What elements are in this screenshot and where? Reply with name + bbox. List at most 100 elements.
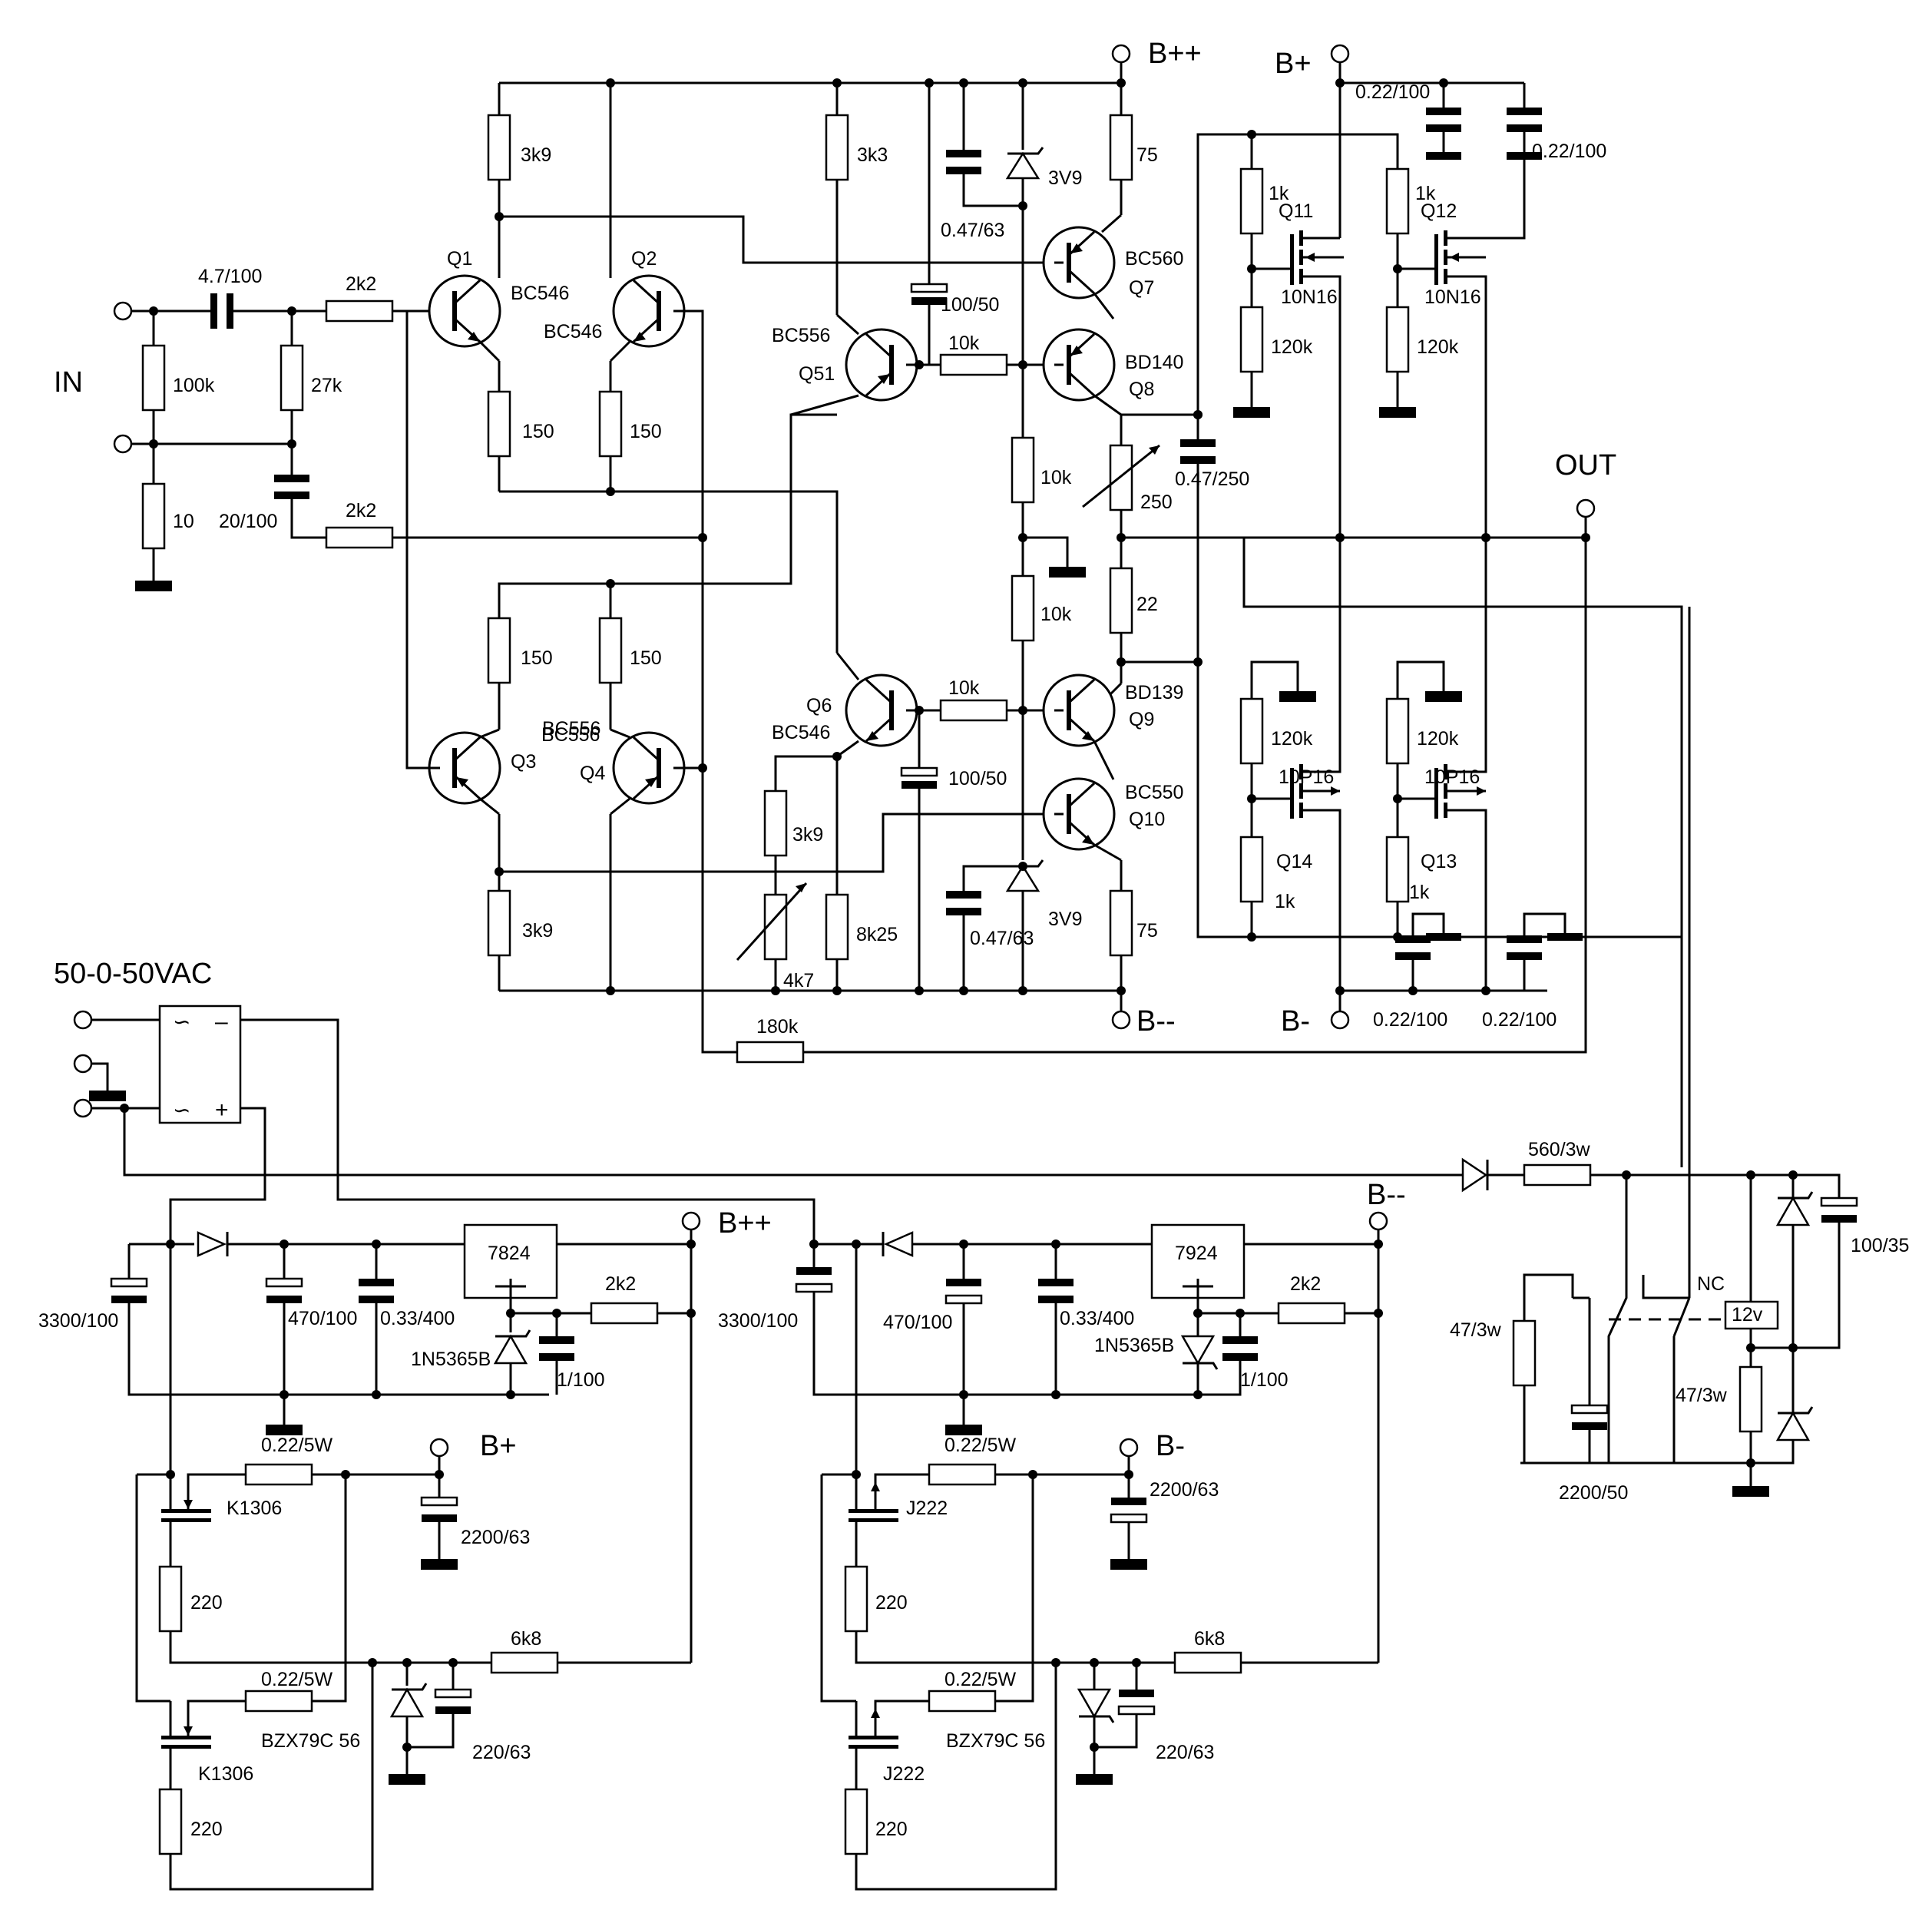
rail-b-plus-plus: [499, 44, 1131, 84]
label-c-047-250: 0.47/250: [1175, 468, 1249, 490]
label-r-sense-pos-2: 0.22/5W: [261, 1669, 333, 1690]
label-c-100-50-bot: 100/50: [948, 768, 1007, 789]
label-ac-supply: 50-0-50VAC: [54, 958, 212, 990]
input-network: [113, 293, 707, 591]
regulator-neg-out-terminal[interactable]: [1368, 1211, 1388, 1231]
label-z-1n5365-pos: 1N5365B: [411, 1349, 491, 1370]
resistor-120k-q12: [1385, 306, 1410, 373]
regulator-pos-out-terminal[interactable]: [681, 1211, 701, 1231]
label-r-2k2-pos: 2k2: [605, 1273, 636, 1295]
label-pot-4k7: 4k7: [783, 970, 814, 991]
bias-chain: [946, 78, 1086, 995]
negative-supply-labels: 3300/100 470/100 0.33/400 7924 B-- 2k2 1…: [718, 1179, 1406, 1840]
pot-250: [1109, 444, 1133, 511]
input-terminal-ground[interactable]: [113, 434, 133, 454]
label-r-q4-em: 150: [630, 647, 662, 669]
label-c-1-100-pos: 1/100: [557, 1369, 605, 1391]
resistor-220-neg-1: [844, 1565, 868, 1633]
b-minus-minus-terminal[interactable]: [1111, 1010, 1131, 1030]
label-c-047-63-top: 0.47/63: [941, 220, 1004, 241]
resistor-10k-bot: [939, 699, 1008, 722]
label-q7: Q7: [1129, 277, 1154, 299]
positive-supply: [110, 1211, 701, 1891]
label-c-3300-pos: 3300/100: [38, 1310, 118, 1332]
label-r-q2-em: 150: [630, 421, 662, 442]
label-r-6k8-neg: 6k8: [1194, 1628, 1225, 1650]
output-terminal[interactable]: [1576, 498, 1596, 518]
label-b-mm: B--: [1367, 1179, 1406, 1211]
label-q9-part: BD139: [1125, 682, 1183, 703]
label-c-2200-50: 2200/50: [1559, 1482, 1628, 1504]
label-q51: Q51: [799, 363, 835, 385]
label-r-120k-q13: 120k: [1417, 728, 1459, 750]
positive-supply-labels: 3300/100 470/100 0.33/400 7824 B++ 2k2 1…: [38, 1207, 772, 1840]
b-plus-terminal[interactable]: [1330, 44, 1350, 64]
resistor-75-top: [1109, 114, 1133, 181]
label-q14-part: 10P16: [1279, 766, 1334, 788]
ac-terminal-2[interactable]: [73, 1098, 93, 1118]
label-r-120k-q12: 120k: [1417, 336, 1459, 358]
label-r-q3-load: 3k9: [522, 920, 553, 942]
resistor-220-pos-1: [158, 1565, 183, 1633]
transistor-q10: [1044, 779, 1114, 849]
label-c-1-100-neg: 1/100: [1240, 1369, 1289, 1391]
label-pos-reg: 7824: [488, 1243, 531, 1264]
resistor-6k8-pos: [490, 1651, 559, 1674]
label-q3-part: BC556: [541, 724, 600, 746]
b-plus-supply-terminal[interactable]: [429, 1438, 449, 1458]
label-q6: Q6: [806, 695, 832, 717]
label-b-pp: B++: [1148, 38, 1202, 70]
input-terminal-hot[interactable]: [113, 301, 133, 321]
label-c-3300-neg: 3300/100: [718, 1310, 798, 1332]
label-r-220-neg-1: 220: [875, 1592, 908, 1614]
ac-terminal-1[interactable]: [73, 1010, 93, 1030]
transistor-q8: [1044, 329, 1114, 400]
plus-symbol: +: [215, 1097, 229, 1123]
label-q1-part: BC546: [511, 283, 569, 304]
resistor-75-bot: [1109, 889, 1133, 957]
resistor-1k-q13: [1385, 836, 1410, 903]
label-c-220-neg: 220/63: [1156, 1742, 1214, 1763]
label-q4-part: BC556: [542, 718, 600, 740]
label-r-120k-q11: 120k: [1271, 336, 1313, 358]
label-r-6k8-pos: 6k8: [511, 1628, 541, 1650]
label-c-100-50-top: 100/50: [941, 294, 999, 316]
resistor-120k-q13: [1385, 697, 1410, 765]
resistor-10k-mid1: [1011, 436, 1035, 504]
resistor-2k2-pos: [590, 1302, 659, 1325]
label-r-in: 100k: [173, 375, 215, 396]
label-fet-pos-1: K1306: [227, 1498, 282, 1519]
resistor-120k-q11: [1239, 306, 1264, 373]
negative-supply: [795, 1211, 1388, 1891]
transistor-q9: [1044, 675, 1114, 746]
label-c-022-100-d: 0.22/100: [1482, 1009, 1557, 1031]
label-r-fb: 2k2: [346, 500, 376, 521]
label-pot-250: 250: [1140, 492, 1173, 513]
label-c-022-100-b: 0.22/100: [1532, 141, 1606, 162]
protection-labels: 560/3w 100/35 47/3w NC 12v 47/3w 2200/50: [1450, 1139, 1909, 1504]
vas-stage: [701, 78, 1587, 1064]
b-plus-plus-terminal[interactable]: [1111, 44, 1131, 64]
resistor-47-3w-b: [1738, 1365, 1763, 1433]
label-r-560: 560/3w: [1528, 1139, 1591, 1160]
label-q2-part: BC546: [544, 321, 602, 343]
b-minus-terminal[interactable]: [1330, 1010, 1350, 1030]
b-minus-supply-terminal[interactable]: [1119, 1438, 1139, 1458]
label-r-22: 22: [1136, 594, 1158, 615]
label-r-220-pos-2: 220: [190, 1819, 223, 1840]
label-fet-pos-2: K1306: [198, 1763, 253, 1785]
resistor-r-fb: [325, 526, 394, 549]
transistor-q7: [1044, 227, 1114, 298]
label-r-sense-neg-2: 0.22/5W: [944, 1669, 1017, 1690]
label-r-180k: 180k: [756, 1016, 799, 1038]
label-relay: 12v: [1732, 1304, 1763, 1326]
resistor-22: [1109, 567, 1133, 634]
resistor-3k9-q6: [763, 789, 788, 857]
resistor-q3-em: [487, 617, 511, 684]
label-b-pp: B++: [718, 1207, 772, 1240]
label-r-47-b: 47/3w: [1676, 1385, 1728, 1406]
resistor-100k: [141, 344, 166, 412]
resistor-220-pos-2: [158, 1788, 183, 1855]
ac-terminal-ct[interactable]: [73, 1054, 93, 1074]
label-r-8k25: 8k25: [856, 924, 898, 945]
